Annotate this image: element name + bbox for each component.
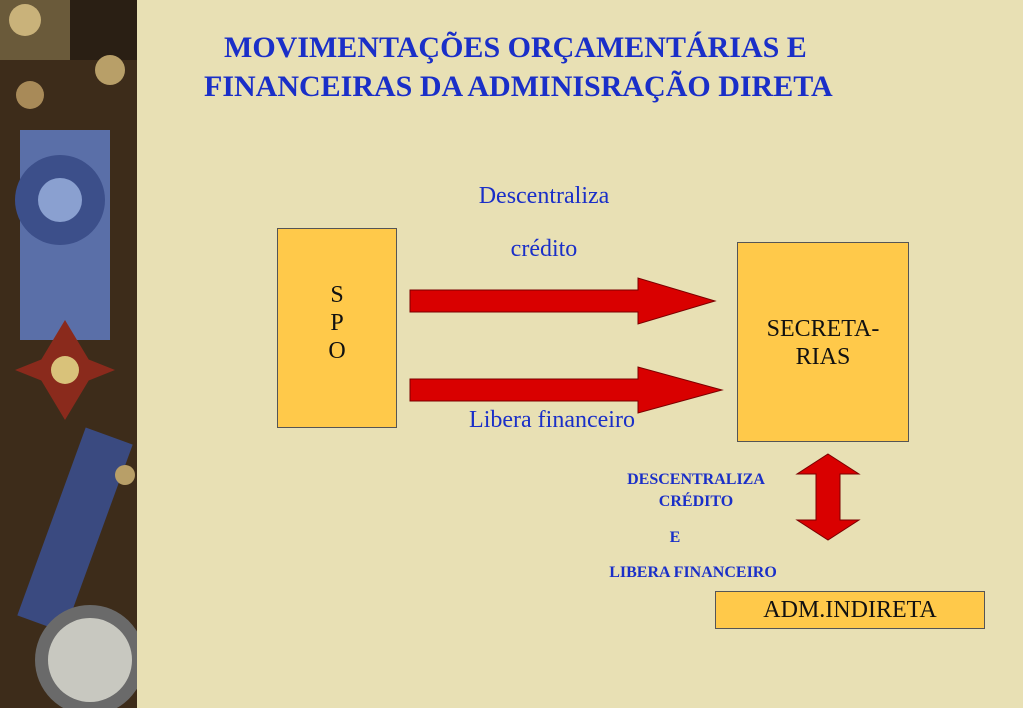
adm-indireta-box: ADM.INDIRETA — [715, 591, 985, 629]
spo-box: S P O — [277, 228, 397, 428]
secretarias-label-1: SECRETA- — [766, 316, 880, 342]
arrow-bottom-label: Libera financeiro — [469, 407, 635, 433]
vertical-label-2: CRÉDITO — [658, 493, 734, 510]
spo-letter-s: S — [330, 282, 344, 308]
vertical-label-4: LIBERA FINANCEIRO — [609, 564, 777, 581]
decorative-sidebar-image — [0, 0, 137, 708]
double-arrow-vertical — [795, 453, 861, 541]
vertical-label-3: E — [669, 529, 681, 546]
arrow-libera-financeiro — [409, 366, 724, 414]
secretarias-label-2: RIAS — [795, 344, 851, 370]
spo-letter-o: O — [328, 338, 346, 364]
page-title-line-1: MOVIMENTAÇÕES ORÇAMENTÁRIAS E — [224, 31, 807, 64]
arrow-descentraliza-credito — [409, 277, 717, 325]
spo-letter-p: P — [330, 310, 344, 336]
vertical-label-1: DESCENTRALIZA — [627, 471, 765, 488]
arrow-top-label-1: Descentraliza — [478, 183, 610, 209]
secretarias-box: SECRETA- RIAS — [737, 242, 909, 442]
arrow-top-label-2: crédito — [510, 236, 578, 262]
page-title-line-2: FINANCEIRAS DA ADMINISRAÇÃO DIRETA — [204, 70, 833, 103]
